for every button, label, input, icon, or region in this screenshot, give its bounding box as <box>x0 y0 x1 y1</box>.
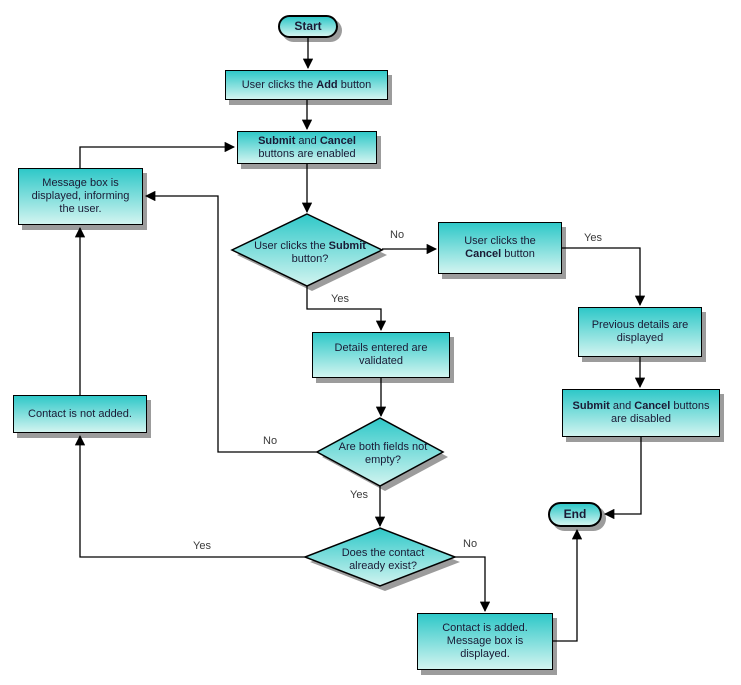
process-label: Contact is added. Message box is display… <box>442 622 528 660</box>
edge-label-fields-yes: Yes <box>350 489 368 501</box>
decision-contact-exists: Does the contact already exist? <box>302 525 464 595</box>
process-label: Submit and Cancel buttons are disabled <box>572 400 710 425</box>
flow-edge-disabled-to-end <box>603 437 642 520</box>
process-label: Submit and Cancel buttons are enabled <box>258 134 356 160</box>
flow-edge-message-to-enabled <box>79 141 236 168</box>
end-label: End <box>563 507 587 521</box>
process-previous-details: Previous details are displayed <box>578 307 702 357</box>
process-contact-added: Contact is added. Message box is display… <box>417 613 553 670</box>
process-user-clicks-cancel: User clicks the Cancel button <box>438 222 562 274</box>
diamond-shape <box>315 417 448 491</box>
flow-edge-added-to-end <box>553 528 583 642</box>
process-contact-not-added: Contact is not added. <box>13 395 147 433</box>
start-label: Start <box>294 19 322 33</box>
process-label: User clicks the Add button <box>241 78 372 91</box>
process-user-clicks-add: User clicks the Add button <box>225 70 388 100</box>
edge-label-fields-no: No <box>263 435 278 447</box>
flow-edge-cancel-yes-to-previous <box>562 247 646 307</box>
process-label: Details entered are validated <box>334 342 428 367</box>
diamond-shape <box>302 527 460 591</box>
process-label: Contact is not added. <box>28 407 132 420</box>
decision-label: User clicks the Submit button? <box>254 240 366 265</box>
process-label: Previous details are displayed <box>591 319 689 344</box>
edge-label-exist-yes: Yes <box>193 540 211 552</box>
process-buttons-enabled: Submit and Cancel buttons are enabled <box>237 131 377 164</box>
process-buttons-disabled: Submit and Cancel buttons are disabled <box>562 389 720 437</box>
flow-edge-exist-yes-to-not-added <box>74 434 305 558</box>
process-label: Message box is displayed, informing the … <box>31 177 130 215</box>
edge-label-cancel-yes: Yes <box>584 232 602 244</box>
start-terminator: Start <box>278 15 338 38</box>
edge-label-submit-yes: Yes <box>331 293 349 305</box>
end-terminator: End <box>548 502 602 527</box>
edge-label-submit-no: No <box>390 229 405 241</box>
decision-label: Does the contact already exist? <box>341 547 425 572</box>
edge-label-exist-no: No <box>463 538 478 550</box>
decision-user-clicks-submit: User clicks the Submit button? <box>229 211 391 295</box>
process-label: User clicks the Cancel button <box>464 235 536 260</box>
process-message-box-displayed: Message box is displayed, informing the … <box>18 168 143 225</box>
decision-label: Are both fields not empty? <box>338 441 428 466</box>
process-details-validated: Details entered are validated <box>312 332 450 378</box>
decision-fields-not-empty: Are both fields not empty? <box>314 415 452 493</box>
